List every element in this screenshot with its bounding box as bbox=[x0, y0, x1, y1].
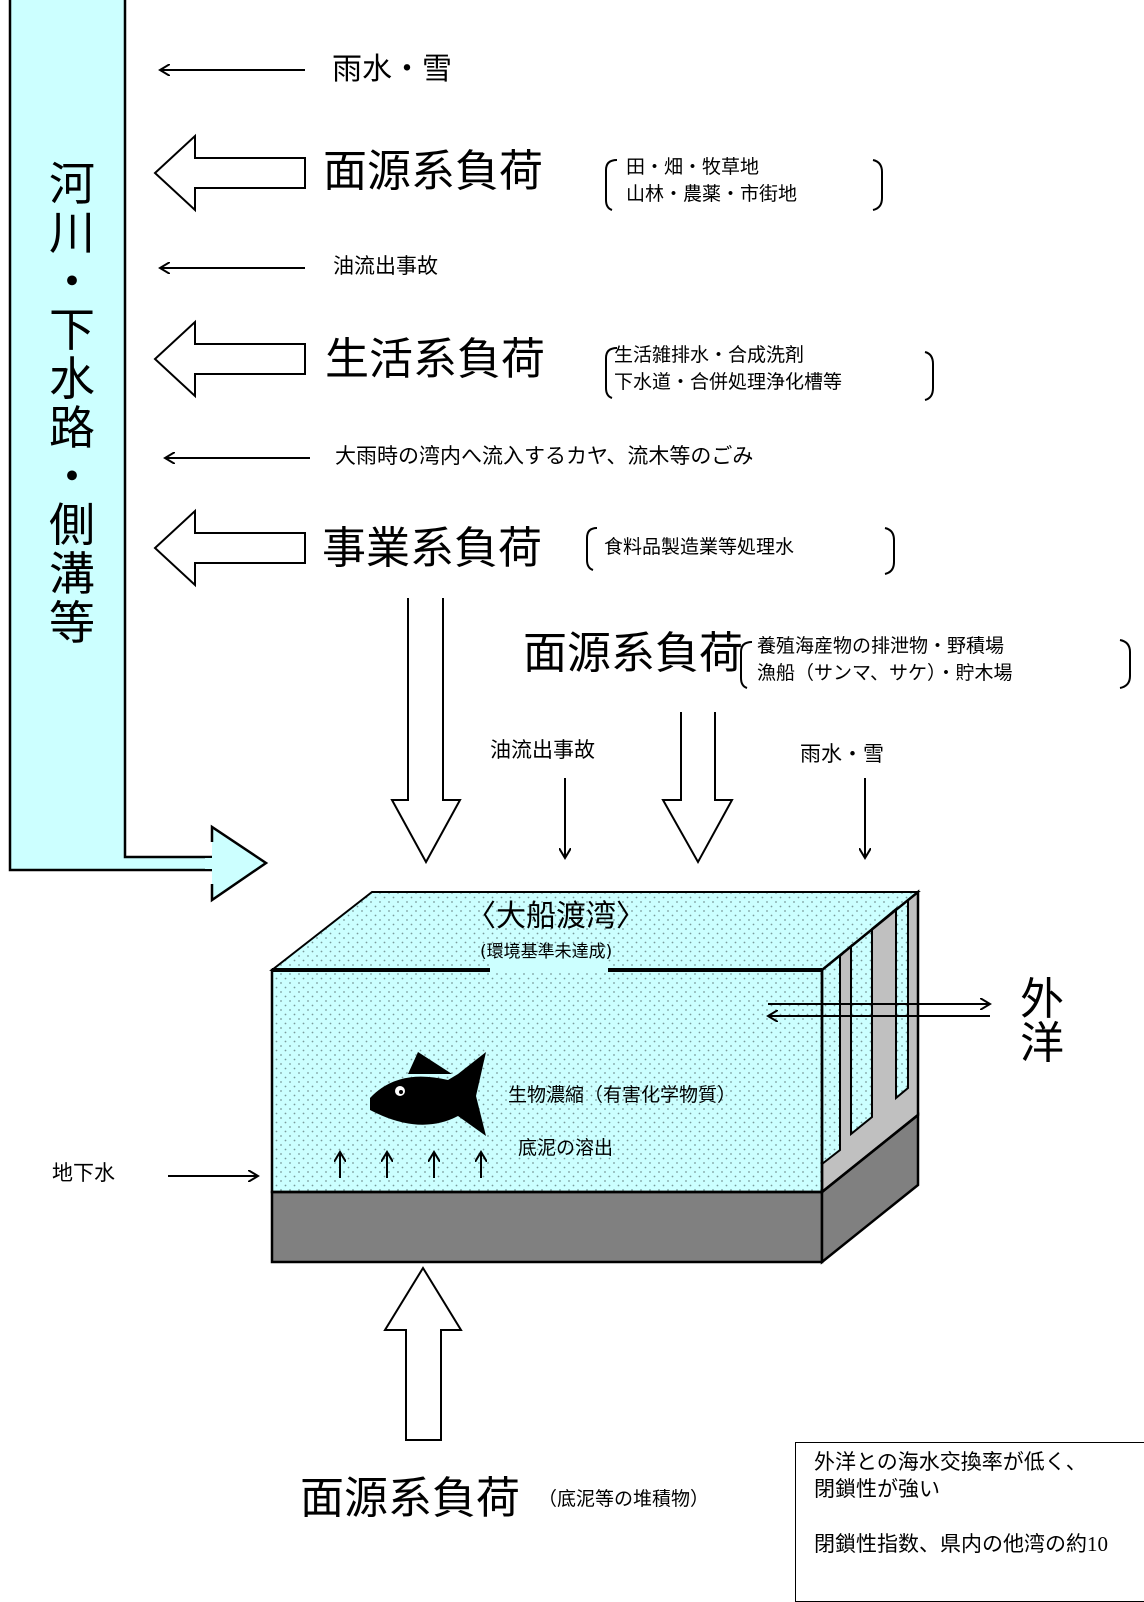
river-label-char: 側 bbox=[49, 498, 95, 553]
bay-title: 〈大船渡湾〉 bbox=[466, 899, 646, 934]
river-label-char: 川 bbox=[49, 205, 95, 260]
nonpoint-arrow-left bbox=[153, 133, 306, 213]
bay-status: (環境基準未達成) bbox=[480, 942, 613, 962]
bay-sediment-front bbox=[270, 1190, 824, 1264]
river-label-char: 溝 bbox=[49, 547, 95, 601]
open-sea-label-1: 外 bbox=[1020, 974, 1064, 1025]
bracket bbox=[924, 351, 934, 401]
bracket bbox=[884, 527, 895, 575]
domestic-load-label: 生活系負荷 bbox=[325, 334, 545, 385]
bracket bbox=[872, 159, 883, 211]
river-label-char: ・ bbox=[49, 449, 95, 504]
channel-arrowhead bbox=[210, 824, 269, 903]
nonpoint-detail-2: 山林・農薬・市街地 bbox=[626, 183, 798, 205]
industrial-down-arrow bbox=[390, 598, 462, 865]
river-label-char: 下 bbox=[49, 303, 95, 358]
note-line: 外洋との海水交換率が低く、 bbox=[814, 1450, 1087, 1474]
bracket bbox=[586, 527, 598, 571]
marine-detail-1: 養殖海産物の排泄物・野積場 bbox=[757, 635, 1005, 657]
note-box: 外洋との海水交換率が低く、 閉鎖性が強い 閉鎖性指数、県内の他湾の約10 bbox=[795, 1442, 1144, 1602]
river-channel-label: 河 川 ・ 下 水 路 ・ 側 溝 等 bbox=[40, 160, 104, 648]
river-channel bbox=[10, 0, 212, 870]
note-line: 閉鎖性が強い bbox=[814, 1477, 940, 1502]
river-label-char: 水 bbox=[49, 352, 95, 406]
domestic-detail-2: 下水道・合併処理浄化槽等 bbox=[614, 371, 843, 393]
sediment-release-label: 底泥の溶出 bbox=[518, 1137, 614, 1159]
industrial-detail: 食料品製造業等処理水 bbox=[604, 536, 795, 558]
river-label-char: ・ bbox=[49, 254, 95, 309]
nonpoint-load-label: 面源系負荷 bbox=[323, 146, 543, 197]
river-channel-edge bbox=[8, 0, 212, 872]
bracket bbox=[605, 159, 618, 211]
debris-label: 大雨時の湾内へ流入するカヤ、流木等のごみ bbox=[335, 444, 754, 468]
nonpoint-detail-1: 田・畑・牧草地 bbox=[626, 156, 760, 178]
river-label-char: 等 bbox=[49, 595, 95, 650]
bracket bbox=[740, 641, 753, 689]
domestic-detail-1: 生活雑排水・合成洗剤 bbox=[614, 344, 805, 366]
open-sea-label-2: 洋 bbox=[1020, 1018, 1064, 1069]
nonpoint-down-arrow bbox=[661, 712, 734, 865]
oil-spill-label: 油流出事故 bbox=[333, 254, 438, 278]
industrial-load-label: 事業系負荷 bbox=[322, 523, 542, 574]
domestic-arrow-left bbox=[153, 319, 306, 399]
river-label-char: 路 bbox=[49, 400, 95, 455]
groundwater-label: 地下水 bbox=[52, 1161, 115, 1185]
sediment-nonpoint-detail: （底泥等の堆積物） bbox=[538, 1488, 710, 1510]
fish-icon bbox=[370, 1052, 486, 1136]
oil-spill-top-label: 油流出事故 bbox=[490, 738, 595, 762]
industrial-arrow-left bbox=[153, 508, 306, 588]
bracket bbox=[605, 347, 618, 399]
river-label-char: 河 bbox=[49, 157, 95, 211]
marine-detail-2: 漁船（サンマ、サケ）・貯木場 bbox=[757, 662, 1013, 684]
bottom-up-arrow bbox=[383, 1266, 463, 1441]
rain-snow-top-label: 雨水・雪 bbox=[800, 742, 884, 766]
marine-nonpoint-label: 面源系負荷 bbox=[523, 628, 743, 679]
bioaccumulation-label: 生物濃縮（有害化学物質） bbox=[508, 1084, 737, 1106]
rain-snow-label: 雨水・雪 bbox=[332, 52, 452, 87]
note-line: 閉鎖性指数、県内の他湾の約10 bbox=[814, 1531, 1136, 1558]
sediment-nonpoint-label: 面源系負荷 bbox=[300, 1473, 520, 1524]
note-line-number: 10 bbox=[1087, 1531, 1108, 1556]
bracket bbox=[1119, 639, 1131, 689]
note-line-text: 閉鎖性指数、県内の他湾の約 bbox=[814, 1531, 1087, 1556]
